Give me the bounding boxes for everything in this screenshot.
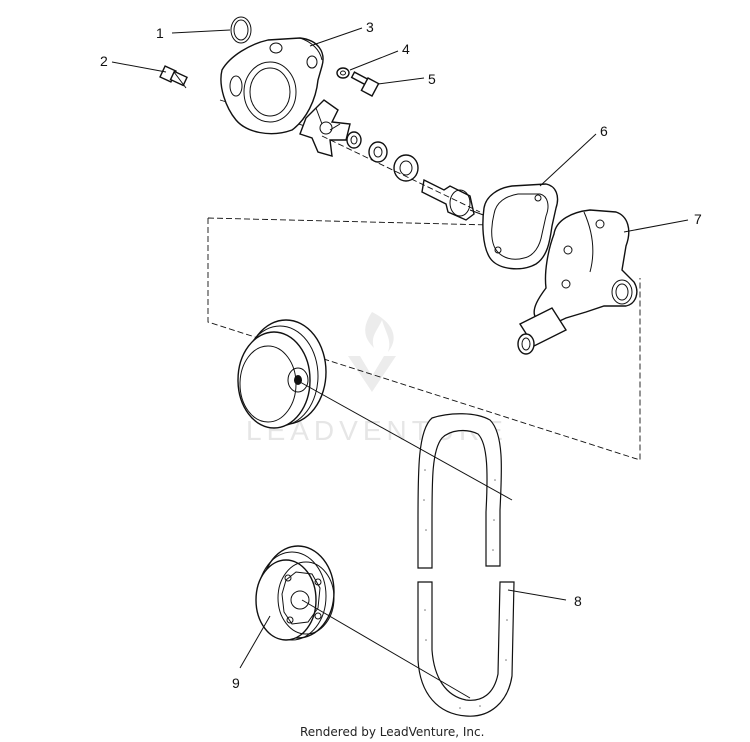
alignment-lines xyxy=(299,135,513,699)
part-3-pump-cover xyxy=(220,37,324,135)
lower-pulley xyxy=(255,545,335,641)
footer-credit: Rendered by LeadVenture, Inc. xyxy=(300,725,484,739)
part-8-belt xyxy=(417,413,515,717)
part-6-gasket xyxy=(482,183,559,270)
callout-1: 1 xyxy=(156,25,164,41)
leader-lines xyxy=(111,27,689,669)
assembly-box-outline xyxy=(207,99,641,461)
part-2-fitting xyxy=(159,65,188,89)
upper-pulley xyxy=(237,319,327,429)
callout-5: 5 xyxy=(428,71,436,87)
callout-6: 6 xyxy=(600,123,608,139)
callout-4: 4 xyxy=(402,41,410,57)
callout-2: 2 xyxy=(100,53,108,69)
part-7-pump-body xyxy=(517,209,638,355)
part-1-o-ring xyxy=(230,16,252,44)
seal-rings xyxy=(346,131,419,182)
part-5-bolt xyxy=(350,71,380,97)
callout-3: 3 xyxy=(366,19,374,35)
part-4-washer xyxy=(336,67,350,79)
callout-labels: 1 2 3 4 5 6 7 8 9 xyxy=(100,19,702,691)
pump-shaft xyxy=(421,178,487,221)
watermark-flame-icon xyxy=(365,312,394,352)
impeller xyxy=(299,99,351,157)
belt-texture xyxy=(423,469,508,709)
watermark-v-icon xyxy=(348,356,396,392)
callout-9: 9 xyxy=(232,675,240,691)
callout-7: 7 xyxy=(694,211,702,227)
callout-8: 8 xyxy=(574,593,582,609)
